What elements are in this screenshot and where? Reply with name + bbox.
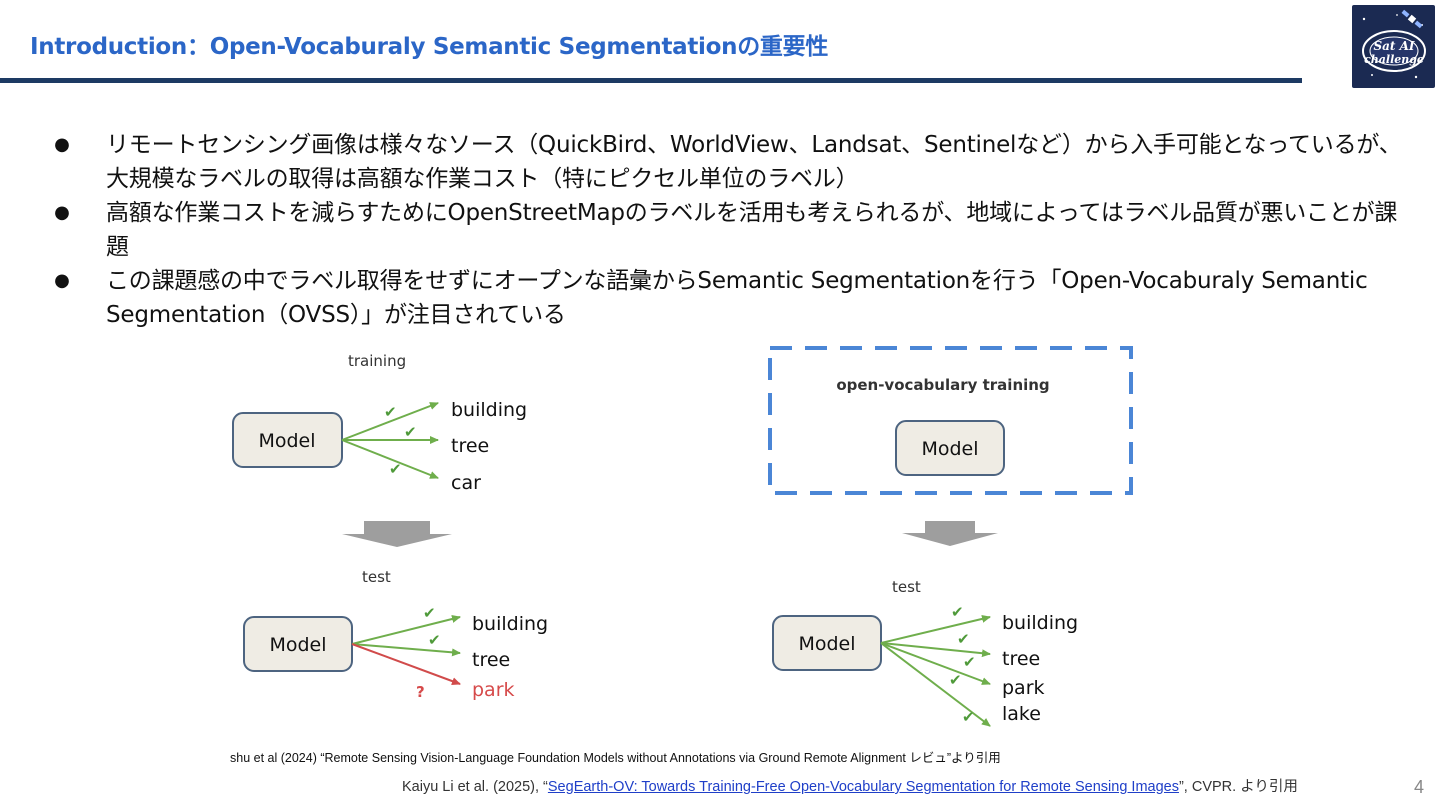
right-test-arrow-building <box>880 614 991 644</box>
bullet-text: リモートセンシング画像は様々なソース（QuickBird、WorldView、L… <box>106 132 1402 192</box>
bullet-marker: ● <box>54 134 70 155</box>
bullet-marker: ● <box>54 202 70 223</box>
open-vocab-training-label: open-vocabulary training <box>836 376 1049 394</box>
page-number: 4 <box>1414 777 1425 797</box>
check-icon: ✔ <box>963 653 976 671</box>
right-training-model-label: Model <box>921 438 978 460</box>
check-icon: ✔ <box>957 630 970 648</box>
bullet-text: 高額な作業コストを減らすためにOpenStreetMapのラベルを活用も考えられ… <box>106 200 1398 260</box>
left-test-model-label: Model <box>269 634 326 656</box>
figure-source-caption: shu et al (2024) “Remote Sensing Vision-… <box>230 751 1001 765</box>
right-test-arrow-park <box>880 642 991 685</box>
open-vocab-dashed-box <box>768 346 1133 495</box>
left-test-label: test <box>362 568 391 586</box>
right-test-label: test <box>892 578 921 596</box>
left-down-arrow-icon <box>342 521 452 547</box>
right-test-model-box: Model <box>772 615 882 671</box>
check-icon: ✔ <box>423 604 436 622</box>
check-icon: ✔ <box>384 403 397 421</box>
check-icon: ✔ <box>962 708 975 726</box>
bullet-item: ● この課題感の中でラベル取得をせずにオープンな語彙からSemantic Seg… <box>52 264 1412 332</box>
left-test-arrow-park <box>351 643 461 685</box>
right-test-output-park: park <box>1002 677 1045 699</box>
left-test-arrow-building <box>351 615 461 645</box>
check-icon: ✔ <box>949 671 962 689</box>
check-icon: ✔ <box>951 603 964 621</box>
left-training-model-box: Model <box>232 412 343 468</box>
bullet-item: ● リモートセンシング画像は様々なソース（QuickBird、WorldView… <box>52 128 1412 196</box>
right-down-arrow-icon <box>902 521 998 546</box>
right-test-model-label: Model <box>798 633 855 655</box>
bullet-item: ● 高額な作業コストを減らすためにOpenStreetMapのラベルを活用も考え… <box>52 196 1412 264</box>
bullet-list: ● リモートセンシング画像は様々なソース（QuickBird、WorldView… <box>52 128 1412 332</box>
right-test-output-building: building <box>1002 612 1078 634</box>
paper-citation: Kaiyu Li et al. (2025), “SegEarth-OV: To… <box>402 775 1298 796</box>
left-test-model-box: Model <box>243 616 353 672</box>
slide-title: Introduction：Open-Vocaburaly Semantic Se… <box>30 34 829 60</box>
logo-text-top: Sat AI <box>1373 39 1414 53</box>
bullet-text: この課題感の中でラベル取得をせずにオープンな語彙からSemantic Segme… <box>106 268 1368 328</box>
left-training-arrow-building <box>341 402 439 441</box>
title-divider <box>0 78 1302 83</box>
citation-suffix: ”, CVPR. より引用 <box>1178 779 1298 795</box>
left-training-output-tree: tree <box>451 435 489 457</box>
question-mark-icon: ? <box>416 683 425 701</box>
check-icon: ✔ <box>404 423 417 441</box>
bullet-marker: ● <box>54 270 70 291</box>
sat-ai-challenge-logo: Sat AI challenge <box>1352 5 1435 88</box>
check-icon: ✔ <box>389 460 402 478</box>
left-training-label: training <box>348 352 406 370</box>
left-training-output-car: car <box>451 472 481 494</box>
right-test-output-tree: tree <box>1002 648 1040 670</box>
paper-link[interactable]: SegEarth-OV: Towards Training-Free Open-… <box>547 779 1179 795</box>
right-test-arrow-tree <box>880 642 991 658</box>
right-training-model-box: Model <box>895 420 1005 476</box>
logo-text-bottom: challenge <box>1364 53 1424 66</box>
left-test-output-park: park <box>472 679 515 701</box>
right-test-arrow-lake <box>880 642 991 727</box>
citation-prefix: Kaiyu Li et al. (2025), “ <box>402 779 548 795</box>
logo-graphic: Sat AI challenge <box>1362 9 1426 79</box>
right-test-output-lake: lake <box>1002 703 1041 725</box>
check-icon: ✔ <box>428 631 441 649</box>
left-test-output-tree: tree <box>472 649 510 671</box>
left-training-output-building: building <box>451 399 527 421</box>
left-test-output-building: building <box>472 613 548 635</box>
left-training-arrow-car <box>341 439 439 479</box>
left-training-model-label: Model <box>258 430 315 452</box>
left-test-arrow-tree <box>351 643 461 657</box>
satellite-icon <box>1401 9 1423 29</box>
